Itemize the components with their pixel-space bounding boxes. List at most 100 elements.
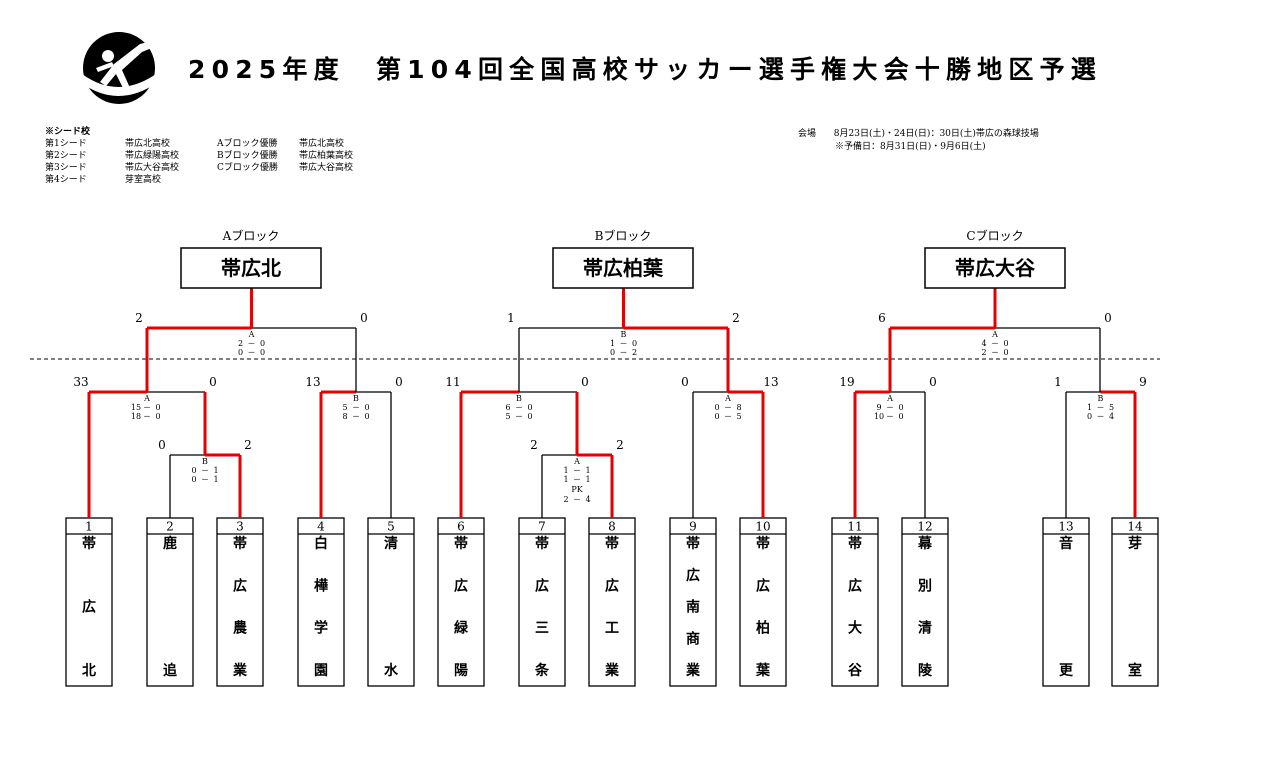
team-number: 12 [917,520,932,534]
seed-info: ※シード校 第1シード 帯広北高校 Aブロック優勝 帯広北高校 第2シード 帯広… [45,126,353,186]
team-name-char: 帯 [454,535,468,552]
team-box [146,517,194,687]
team-name-char: 広 [686,567,700,584]
team-box [1042,517,1090,687]
match-code: B [1098,394,1104,403]
half-score: 15 [131,403,141,412]
half-score: 4 [1109,412,1114,421]
team-name-char: 室 [1128,662,1142,679]
score-right: 0 [395,375,403,389]
team-box [216,517,264,687]
pk-score: 4 [585,495,590,504]
team-box [367,517,415,687]
team-number: 11 [847,520,862,534]
half-score: 0 [714,412,719,421]
venue-reserve: ※予備日：8月31日(日)・9月6日(土) [835,142,986,152]
match-code: A [991,330,998,339]
seed-rank: 第2シード [45,151,87,161]
block-winner-box [552,247,694,289]
team-name-char: 学 [314,620,328,637]
score-left: 11 [445,375,460,389]
page-title: 2025年度 第104回全国高校サッカー選手権大会十勝地区予選 [188,55,1102,84]
score-left: 19 [839,375,854,389]
team-name-char: 帯 [605,535,619,552]
team-number: 7 [538,520,546,534]
half-score: 4 [981,339,986,348]
half-score: 0 [610,348,615,357]
half-score: 0 [260,339,265,348]
half-dash: － [620,339,628,348]
team-name-char: 広 [233,577,247,594]
block-winner-box [924,247,1066,289]
half-dash: － [201,466,209,475]
half-dash: － [724,403,732,412]
block-winner-school: 帯広柏葉高校 [299,151,354,161]
team-name-char: 南 [686,599,700,616]
block-label: Bブロック [595,228,652,243]
half-score: 0 [191,466,196,475]
block-winner-label: Aブロック優勝 [217,139,278,149]
score-right: 0 [209,375,217,389]
half-score: 6 [505,403,510,412]
pk-label: PK [571,485,583,494]
half-dash: － [352,403,360,412]
team-name-char: 北 [82,663,96,679]
score-right: 2 [616,438,624,452]
team-name-char: 業 [232,662,248,679]
soccer-kicker-logo [80,32,166,104]
score-right: 2 [732,311,740,325]
team-name-char: 帯 [686,535,700,552]
match-code: A [886,394,893,403]
half-dash: － [143,412,151,421]
half-score: 0 [1003,339,1008,348]
half-score: 0 [364,412,369,421]
half-score: 0 [714,403,719,412]
half-score: 0 [898,403,903,412]
score-right: 0 [929,375,937,389]
team-name-char: 広 [535,577,549,594]
half-score: 0 [632,339,637,348]
team-number: 14 [1127,520,1143,534]
half-dash: － [724,412,732,421]
match-code: B [621,330,627,339]
block-winner-school: 帯広大谷高校 [299,163,354,173]
half-score: 2 [981,348,986,357]
team-box [65,517,113,687]
team-name-char: 帯 [233,535,247,552]
score-right: 0 [1104,311,1112,325]
half-score: 1 [1087,403,1092,412]
team-name-char: 三 [535,621,549,637]
half-dash: － [573,495,581,504]
half-score: 8 [736,403,741,412]
half-dash: － [248,348,256,357]
team-name-char: 帯 [535,535,549,552]
score-right: 9 [1139,375,1147,389]
team-name-char: 商 [686,630,700,647]
half-score: 8 [342,412,347,421]
team-box [901,517,949,687]
block-winner-label: Bブロック優勝 [217,151,278,161]
team-name-char: 幕 [917,535,933,552]
team-number: 13 [1058,520,1073,534]
half-score: 0 [1087,412,1092,421]
team-name-char: 広 [756,577,770,594]
half-score: 0 [527,412,532,421]
team-name-char: 陽 [454,662,468,679]
team-box [831,517,879,687]
half-dash: － [515,412,523,421]
match-code: A [248,330,255,339]
block-winner-name: 帯広北 [221,256,281,280]
team-number: 4 [317,520,325,534]
half-score: 10 [874,412,884,421]
match-code: A [573,457,580,466]
team-box [739,517,787,687]
team-name-char: 葉 [755,662,771,679]
seed-rank: 第4シード [45,175,87,185]
team-name-char: 条 [534,662,550,679]
block-winner-label: Cブロック優勝 [217,163,278,173]
team-name-char: 別 [917,578,932,594]
half-dash: － [620,348,628,357]
half-dash: － [991,339,999,348]
half-dash: － [573,466,581,475]
